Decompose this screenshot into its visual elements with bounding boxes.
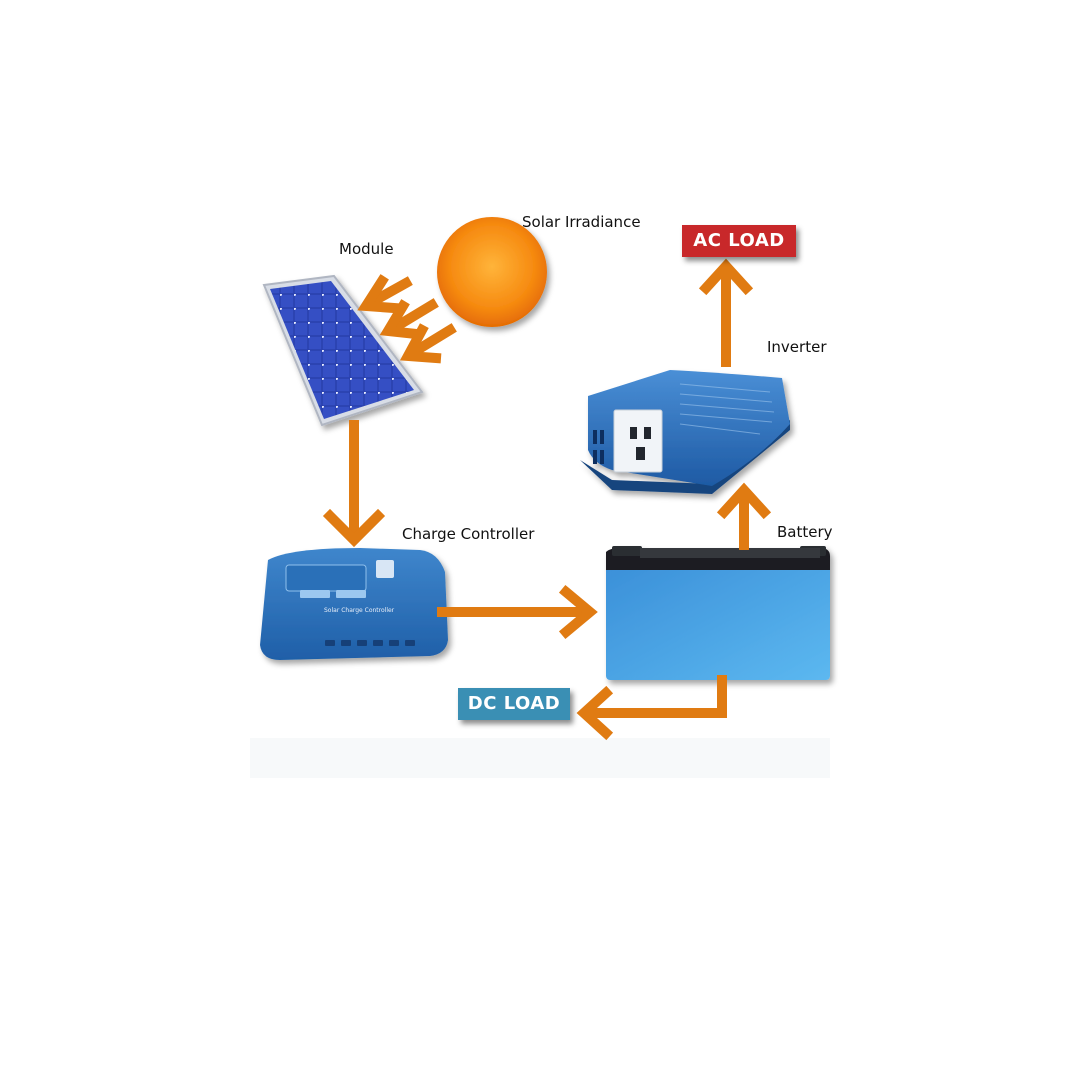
ground-reflection <box>250 738 830 778</box>
controller-panel-text: Solar Charge Controller <box>324 607 395 614</box>
sun-icon <box>437 217 547 327</box>
arrow-controller-to-battery <box>437 584 598 640</box>
arrow-battery-to-inverter <box>716 482 772 550</box>
dc-load-box: DC LOAD <box>458 688 570 720</box>
inverter-icon <box>580 370 790 494</box>
label-module: Module <box>339 240 394 258</box>
irradiance-arrow-2 <box>379 298 439 340</box>
arrow-inverter-to-ac-load <box>698 258 754 367</box>
solar-panel-icon <box>262 274 424 427</box>
label-charge-controller: Charge Controller <box>402 525 535 543</box>
label-battery: Battery <box>777 523 833 541</box>
label-inverter: Inverter <box>767 338 827 356</box>
label-solar-irradiance: Solar Irradiance <box>522 213 641 231</box>
irradiance-arrow-1 <box>357 274 413 314</box>
arrows <box>322 258 772 741</box>
battery-icon <box>606 546 830 680</box>
ac-load-box: AC LOAD <box>682 225 796 257</box>
irradiance-arrow-3 <box>399 323 457 364</box>
charge-controller-icon <box>260 548 448 660</box>
arrow-panel-to-controller <box>322 420 386 548</box>
arrow-battery-to-dc-load <box>576 675 727 741</box>
